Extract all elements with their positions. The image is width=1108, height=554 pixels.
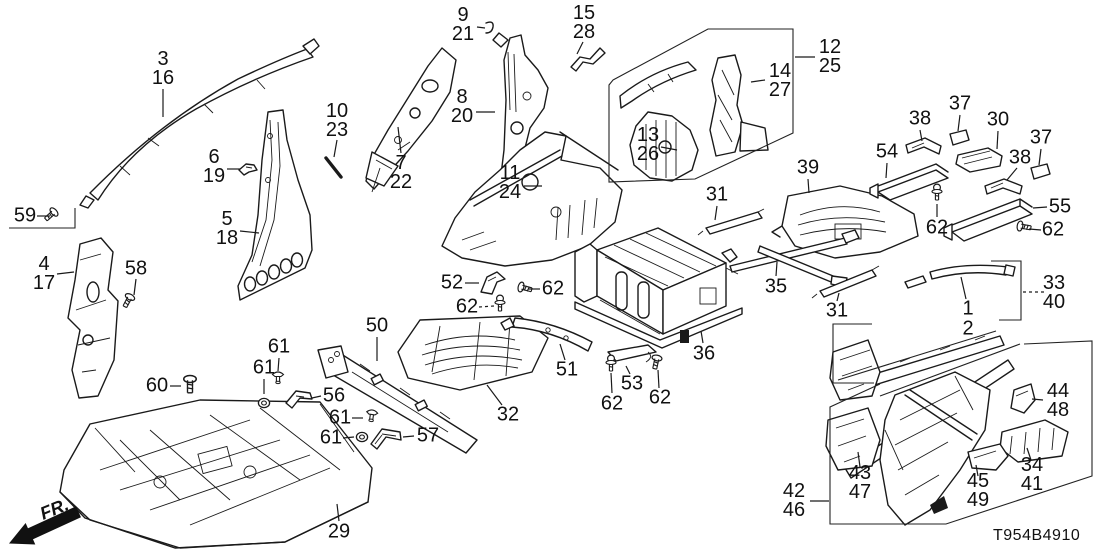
leader-35 [775, 261, 778, 277]
group-outline-42-46 [829, 340, 1093, 525]
part-pillar-14-27 [709, 54, 769, 157]
leader-34-41 [1026, 447, 1032, 461]
bracket-icon-52 [480, 271, 506, 295]
part-channel-30 [955, 147, 1003, 173]
leader-62-d [478, 305, 495, 308]
part-floor-pan-39 [771, 185, 919, 259]
bolt-icon-62-c [516, 280, 534, 296]
bracket-icon-15-28 [570, 47, 606, 72]
part-rail-12-25 [619, 61, 697, 109]
part-floor-panel-29 [59, 399, 373, 549]
part-plate-34-41 [999, 419, 1069, 463]
strip-icon-10-23 [324, 156, 343, 179]
part-stiffener-31-rear [811, 265, 880, 299]
leader-29 [336, 503, 340, 522]
bolt-icon-62-b [1015, 219, 1033, 234]
leader-14-27 [750, 79, 766, 83]
leader-51 [559, 343, 566, 361]
leader-37-b [1038, 148, 1042, 166]
screw-icon-62-a [931, 183, 943, 201]
leader-38-b [1006, 167, 1018, 181]
leader-38-a [919, 129, 923, 142]
part-bracket-45-49 [967, 443, 1009, 471]
clip-icon-61-c [364, 408, 379, 423]
leader-32 [486, 384, 503, 406]
leader-31-a [714, 205, 718, 221]
group-outline-12-25 [608, 28, 794, 183]
part-rear-panel-11-24 [441, 131, 623, 267]
leader-31-b [836, 292, 840, 302]
leader-30 [996, 130, 999, 150]
part-wheelhouse-bracket-cluster [879, 371, 991, 526]
leader-45-49 [975, 464, 979, 477]
leader-39 [807, 178, 810, 194]
part-bracket-44-48 [1010, 383, 1036, 414]
leader-53 [625, 365, 631, 375]
part-stiffener-53 [607, 344, 657, 363]
part-center-pillar-lower-5-18 [237, 109, 313, 301]
part-front-pillar-lower-4-17 [67, 237, 119, 399]
part-panel-13-26 [629, 111, 699, 182]
leader-61-a [277, 357, 280, 372]
nut-icon-61-b [257, 397, 271, 409]
group-bracket-2 [832, 323, 1021, 397]
part-roof-side-rail-3-16 [79, 38, 320, 209]
part-sill-beam-54 [869, 163, 949, 201]
leader-62-e [610, 372, 613, 394]
leader-55 [1032, 206, 1048, 209]
leader-5-18 [239, 230, 260, 234]
part-front-pillar-upper-7-22 [365, 47, 457, 193]
leader-lines [37, 26, 1048, 522]
part-bracket-38-front [905, 137, 942, 155]
bracket-icon-56 [285, 390, 313, 409]
leader-36 [700, 330, 704, 344]
diagram-part-code: T954B4910 [993, 527, 1081, 544]
fr-direction-arrow [8, 506, 81, 545]
bracket-icon-57 [370, 428, 402, 450]
clip-icon-61-a [271, 371, 285, 385]
leader-62-b [1028, 228, 1042, 231]
leader-10-23 [333, 139, 338, 158]
clip-icon-6-19 [238, 163, 258, 176]
part-battery-box-36 [574, 227, 743, 349]
leader-44-48 [1031, 398, 1044, 401]
leader-57 [402, 435, 415, 438]
leader-37-a [957, 114, 961, 132]
part-crossmember-50 [317, 345, 478, 454]
leader-54 [885, 162, 888, 179]
bolt-icon-60 [183, 374, 197, 394]
leader-1 [960, 276, 967, 300]
leader-43-47 [857, 451, 861, 468]
leader-4-17 [56, 271, 75, 275]
part-bracket-38-rear [984, 178, 1023, 195]
bolt-icon-59 [41, 205, 61, 224]
part-plate-37-rear [1030, 163, 1051, 180]
part-sill-beam-55 [943, 198, 1033, 242]
nut-icon-61-d [355, 431, 369, 443]
leader-13-26 [660, 146, 678, 151]
leader-7-22 [397, 126, 402, 154]
leader-62-f [657, 369, 660, 389]
group-bracket-33-40 [991, 260, 1022, 321]
leader-extra-59 [9, 208, 76, 229]
leader-15-28 [576, 41, 584, 55]
bolt-icon-62-f [649, 353, 664, 371]
part-plate-37-front [949, 129, 970, 146]
leader-61-d [342, 436, 355, 439]
leader-58 [133, 278, 137, 296]
hook-icon-9-21 [485, 21, 494, 34]
part-side-frame-2 [829, 335, 1005, 401]
screw-icon-62-d [494, 294, 506, 312]
screw-icon-62-e [605, 354, 617, 372]
leader-9-21 [476, 26, 486, 29]
leader-56 [311, 395, 322, 399]
part-rail-51 [500, 317, 593, 352]
part-rail-1 [904, 264, 1016, 289]
part-stiffener-31-front [697, 208, 765, 236]
